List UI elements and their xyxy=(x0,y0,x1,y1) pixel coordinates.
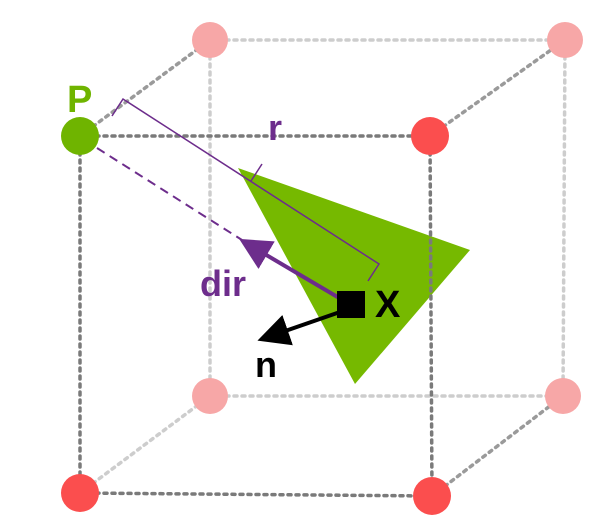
vertex-front-top-right xyxy=(411,117,449,155)
vertex-front-bottom-left xyxy=(61,474,99,512)
vertex-front-bottom-right xyxy=(413,477,451,515)
back-edge-right xyxy=(561,38,567,398)
normal-arrow xyxy=(257,310,341,346)
depth-edge-top-left xyxy=(78,38,212,138)
surface-triangle xyxy=(238,168,470,384)
depth-edge-bottom-right xyxy=(430,394,565,498)
label-n: n xyxy=(255,344,277,385)
label-r: r xyxy=(268,107,282,148)
depth-edges xyxy=(78,38,567,498)
direction-arrow xyxy=(239,238,348,304)
point-p xyxy=(61,117,99,155)
depth-edge-bottom-left xyxy=(78,394,212,495)
label-p: P xyxy=(67,79,92,121)
vertex-back-top-left xyxy=(192,22,228,58)
radius-bracket xyxy=(111,97,381,282)
depth-edge-top-right xyxy=(428,38,567,138)
front-edge-bottom xyxy=(78,491,434,498)
back-edges xyxy=(78,38,567,495)
vertex-back-bottom-left xyxy=(192,378,228,414)
front-vertices xyxy=(61,117,451,515)
label-dir: dir xyxy=(200,263,246,304)
vertex-back-bottom-right xyxy=(545,378,581,414)
sample-point-x xyxy=(337,291,365,318)
label-x: X xyxy=(375,284,401,326)
front-edge-right xyxy=(428,134,434,498)
front-edges xyxy=(78,134,434,498)
back-vertices xyxy=(192,22,583,414)
vertex-back-top-right xyxy=(547,22,583,58)
direction-dashed-line xyxy=(96,147,243,241)
